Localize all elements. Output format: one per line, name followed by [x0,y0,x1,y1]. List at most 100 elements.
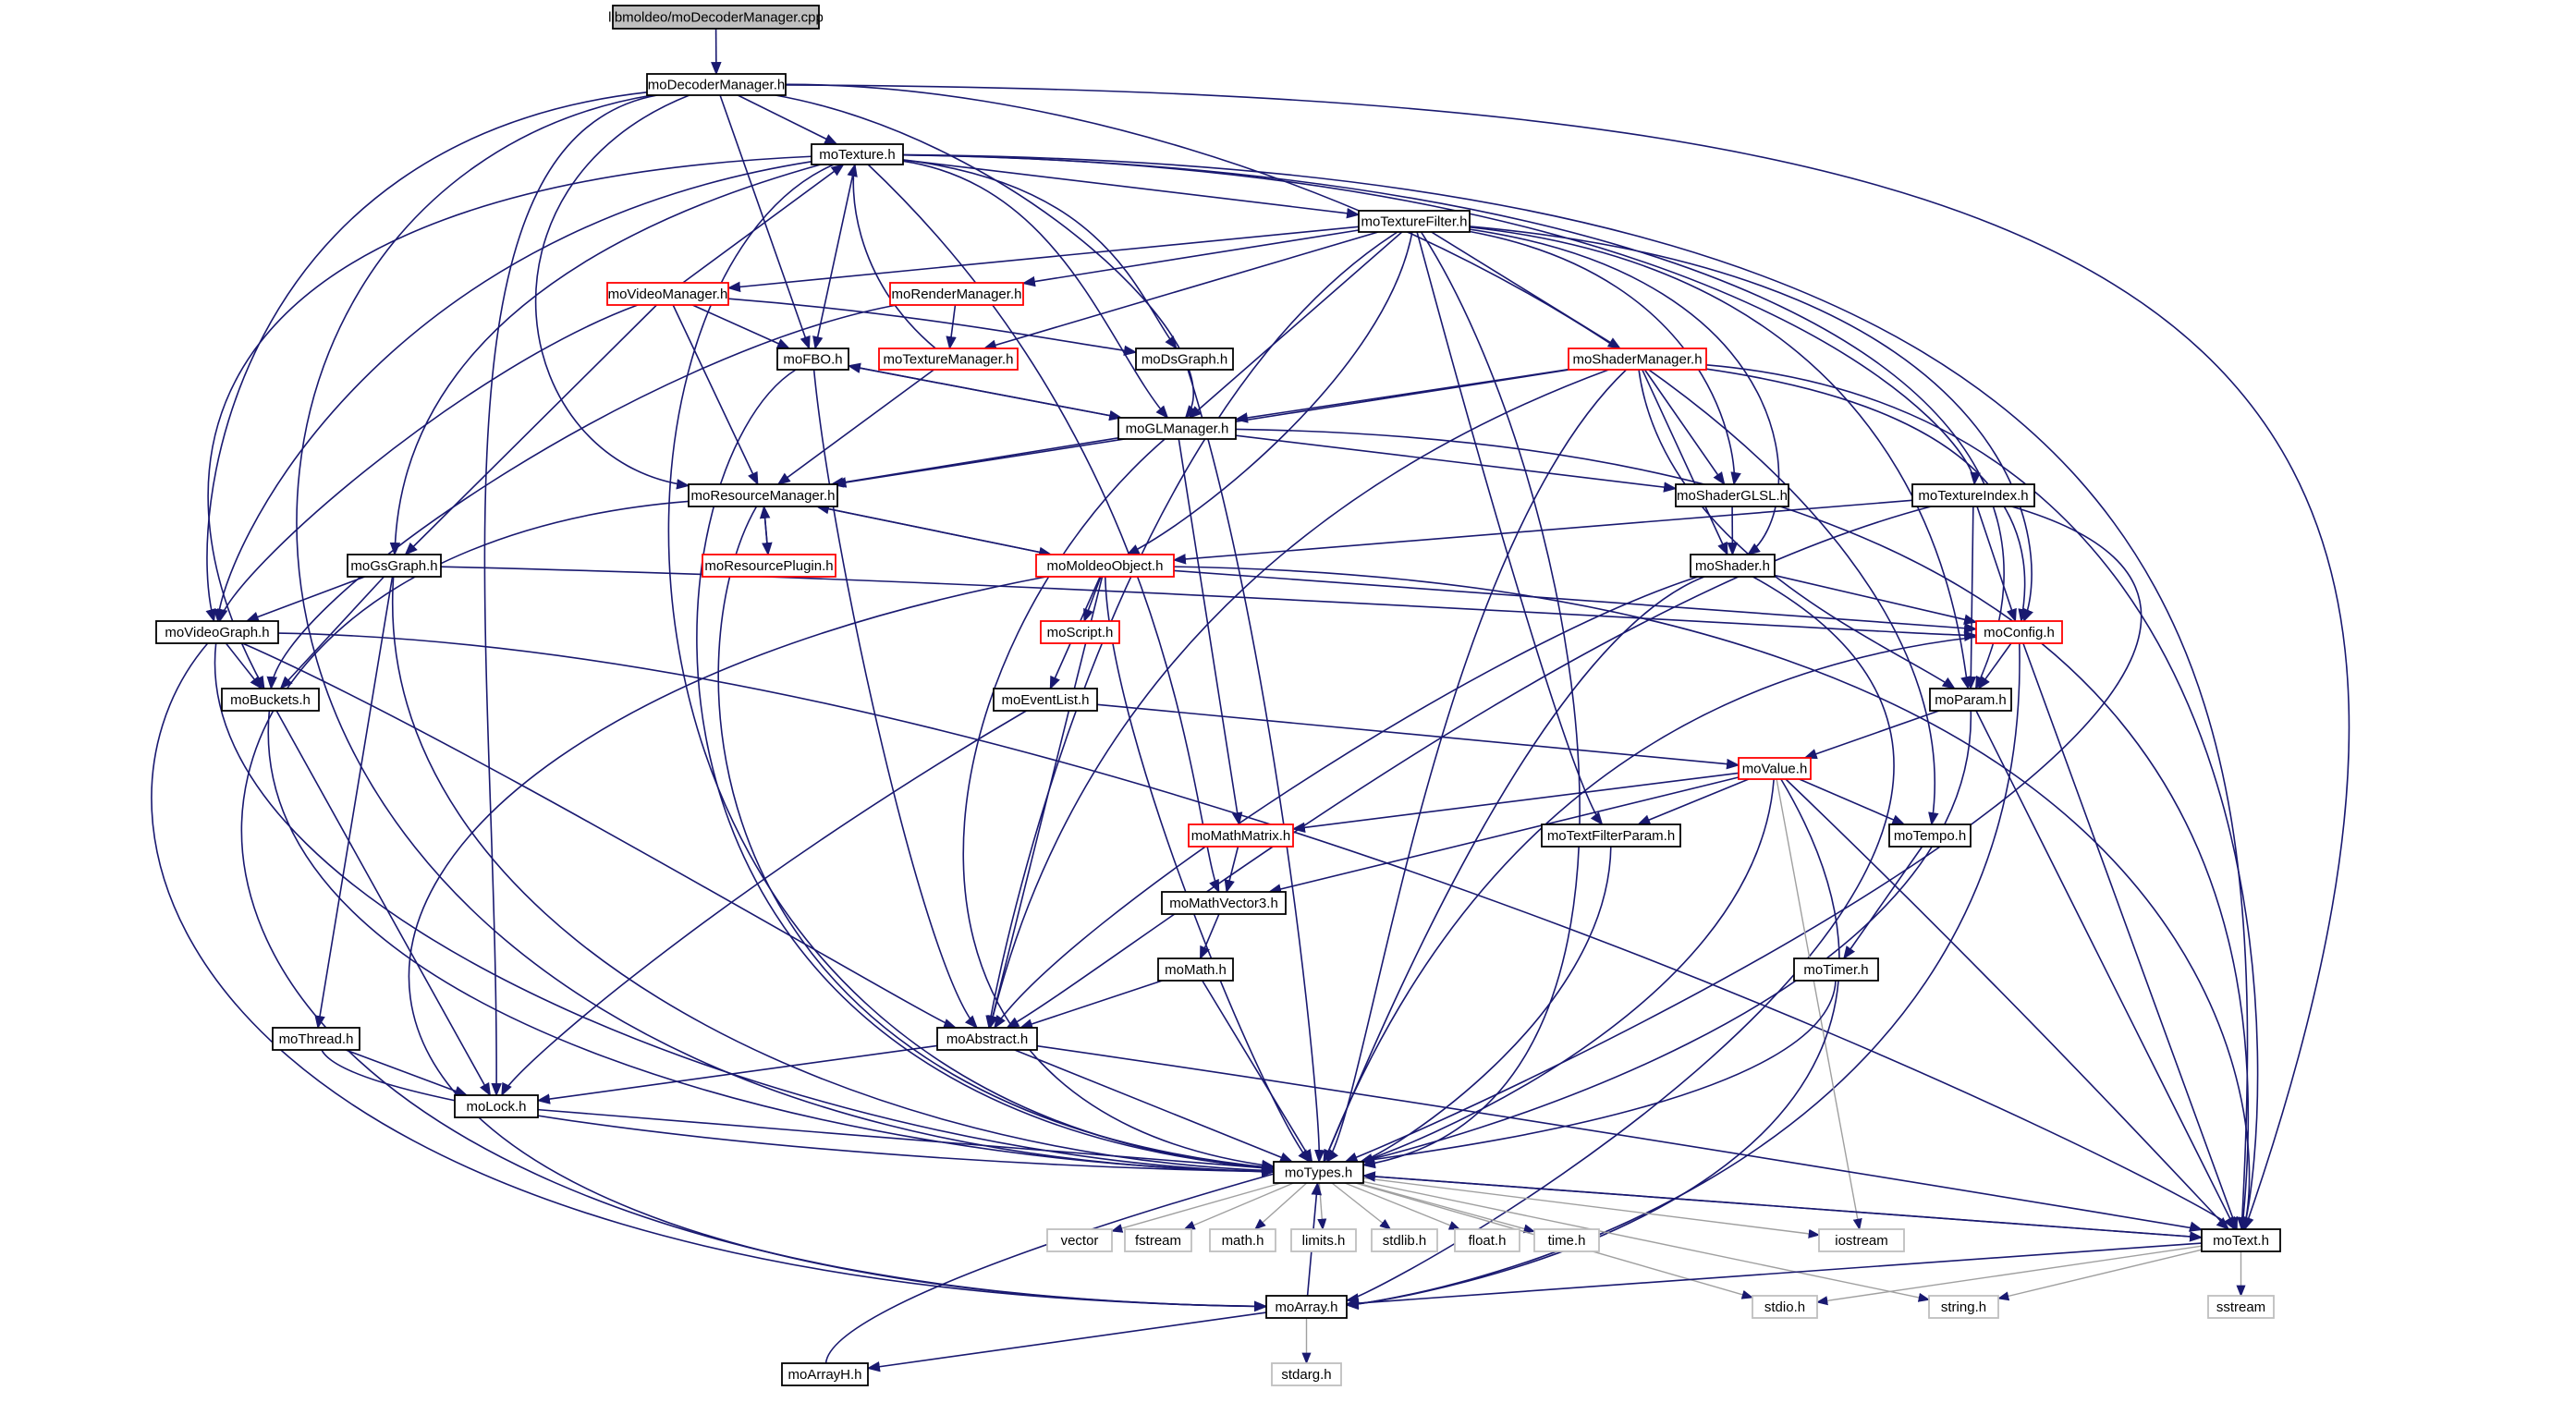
edge-config-to-text [2022,642,2239,1231]
edge-value-to-iostream [1776,778,1862,1231]
edge-textureindex-to-moldeoobject [1172,499,1913,565]
node-abstract[interactable]: moAbstract.h [936,1027,1038,1051]
node-math[interactable]: moMath.h [1157,958,1234,982]
edge-types-to-string [1362,1180,1931,1302]
edge-textureindex-to-param [1965,506,1977,690]
node-shaderglsl[interactable]: moShaderGLSL.h [1675,483,1789,507]
node-label-text: moText.h [2213,1233,2269,1249]
node-types[interactable]: moTypes.h [1273,1161,1364,1184]
node-param[interactable]: moParam.h [1929,688,2012,712]
edge-eventlist-to-lock [501,710,1027,1097]
node-box-texturemanager [878,348,1019,371]
node-label-math: moMath.h [1165,962,1227,978]
node-thread[interactable]: moThread.h [272,1027,360,1051]
node-fstream: fstream [1124,1228,1192,1252]
node-box-buckets [221,688,320,712]
node-label-config: moConfig.h [1984,625,2055,640]
node-box-timer [1793,958,1879,982]
node-textfilterparam[interactable]: moTextFilterParam.h [1541,823,1681,848]
edge-resourcemanager-to-types [717,506,1276,1173]
edge-value-to-text [1785,778,2230,1230]
node-timer[interactable]: moTimer.h [1793,958,1879,982]
edge-text-to-array [1345,1242,2203,1309]
node-label-decodermanager: moDecoderManager.h [648,78,785,93]
node-shadermanager[interactable]: moShaderManager.h [1568,348,1707,371]
node-shader[interactable]: moShader.h [1690,554,1776,578]
node-glmanager[interactable]: moGLManager.h [1117,417,1237,440]
edge-videomanager-to-texture [682,164,845,284]
node-texturefilter[interactable]: moTextureFilter.h [1358,210,1471,233]
node-box-abstract [936,1027,1038,1051]
node-videograph[interactable]: moVideoGraph.h [155,620,279,644]
edge-texturemanager-to-resourcemanager [776,369,934,485]
node-label-arrayh: moArrayH.h [787,1367,861,1383]
node-textureindex[interactable]: moTextureIndex.h [1911,483,2035,507]
edge-videograph-to-buckets [225,642,262,690]
node-value[interactable]: moValue.h [1738,757,1812,780]
edge-shader-to-abstract [994,576,1699,1030]
node-videomanager[interactable]: moVideoManager.h [606,282,729,306]
edge-texturefilter-to-shader [1469,228,1780,555]
node-moldeoobject[interactable]: moMoldeoObject.h [1035,554,1175,578]
node-box-tempo [1888,823,1972,848]
node-label-root: libmoldeo/moDecoderManager.cpp [608,10,824,26]
edge-abstract-to-lock [536,1044,938,1104]
node-dsgraph[interactable]: moDsGraph.h [1135,348,1234,371]
edge-texture-to-textureindex [902,153,1981,486]
node-sstream: sstream [2207,1295,2275,1319]
node-decodermanager[interactable]: moDecoderManager.h [646,73,787,96]
edge-videomanager-to-resourcemanager [672,304,759,486]
edge-types-to-iostream [1362,1177,1821,1238]
edge-value-to-types [1359,778,1775,1165]
node-arrayh[interactable]: moArrayH.h [781,1362,869,1386]
node-label-mathh: math.h [1222,1233,1264,1249]
node-label-lock: moLock.h [466,1099,526,1115]
node-box-glmanager [1117,417,1237,440]
edge-glmanager-to-mathmatrix [1178,438,1243,826]
edge-fbo-to-abstract [812,369,978,1030]
node-lock[interactable]: moLock.h [454,1094,539,1118]
node-rendermanager[interactable]: moRenderManager.h [889,282,1024,306]
edge-videograph-to-abstract [242,642,958,1030]
edge-thread-to-types [321,1049,1276,1177]
node-string: string.h [1928,1295,1999,1319]
node-box-eventlist [993,688,1098,712]
node-script[interactable]: moScript.h [1040,620,1120,644]
edge-gsgraph-to-types [391,576,1276,1177]
node-fbo[interactable]: moFBO.h [776,348,849,371]
edge-texturefilter-to-moldeoobject [1126,231,1413,555]
node-tempo[interactable]: moTempo.h [1888,823,1972,848]
node-label-shadermanager: moShaderManager.h [1572,352,1702,368]
node-texturemanager[interactable]: moTextureManager.h [878,348,1019,371]
edge-text-to-types [1361,1171,2203,1238]
edge-types-to-time [1357,1182,1536,1234]
edge-videograph-to-text [277,632,2236,1231]
node-texture[interactable]: moTexture.h [811,143,904,165]
node-gsgraph[interactable]: moGsGraph.h [347,554,442,578]
node-box-vector [1046,1228,1113,1252]
node-label-float: float.h [1469,1233,1507,1249]
edge-texture-to-texturefilter [902,159,1361,219]
node-array[interactable]: moArray.h [1265,1295,1348,1319]
node-eventlist[interactable]: moEventList.h [993,688,1098,712]
node-config[interactable]: moConfig.h [1975,620,2063,644]
edge-texturefilter-to-glmanager [1188,231,1403,419]
node-stdarg: stdarg.h [1271,1362,1342,1386]
node-root[interactable]: libmoldeo/moDecoderManager.cpp [608,5,824,30]
node-mathvector3[interactable]: moMathVector3.h [1161,891,1287,915]
edge-config-to-param [1977,642,2012,690]
node-text[interactable]: moText.h [2201,1228,2281,1252]
node-box-time [1533,1228,1600,1252]
node-label-abstract: moAbstract.h [946,1031,1028,1047]
edge-decodermanager-to-lock [483,94,658,1097]
node-buckets[interactable]: moBuckets.h [221,688,320,712]
node-resourcemanager[interactable]: moResourceManager.h [688,483,838,507]
edge-shadermanager-to-shader [1642,369,1728,556]
edge-textureindex-to-config [1976,506,2017,623]
node-box-fstream [1124,1228,1192,1252]
node-resourceplugin[interactable]: moResourcePlugin.h [702,554,836,578]
edge-texture-to-param [902,153,2005,690]
edge-shader-to-array [1345,576,1895,1304]
node-mathmatrix[interactable]: moMathMatrix.h [1188,823,1294,848]
edge-resourceplugin-to-resourcemanager [759,505,771,555]
